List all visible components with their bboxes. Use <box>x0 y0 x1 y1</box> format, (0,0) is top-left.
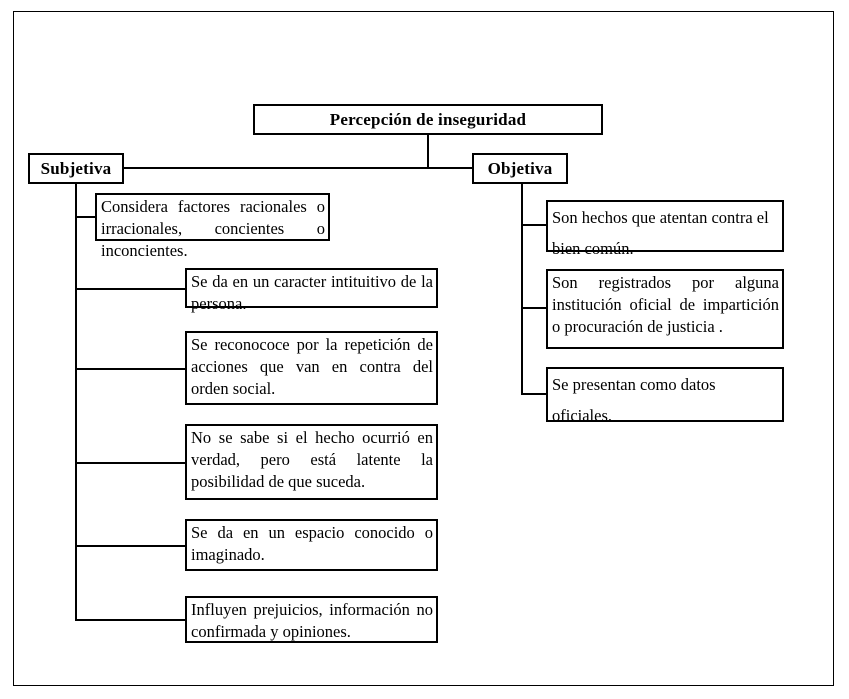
node-title-label: Percepción de inseguridad <box>329 109 527 129</box>
node-percepcion-de-inseguridad[interactable]: Percepción de inseguridad <box>253 104 603 135</box>
leaf-subjetiva-6-label: Influyen prejuicios, información no conf… <box>191 600 433 641</box>
leaf-objetiva-2[interactable]: Son registrados por alguna institución o… <box>546 269 784 349</box>
leaf-subjetiva-2[interactable]: Se da en un caracter intituitivo de la p… <box>185 268 438 313</box>
leaf-subjetiva-4-label: No se sabe si el hecho ocurrió en verdad… <box>191 428 433 491</box>
leaf-objetiva-2-label: Son registrados por alguna institución o… <box>552 273 779 336</box>
leaf-subjetiva-5[interactable]: Se da en un espacio conocido o imaginado… <box>185 519 438 571</box>
leaf-subjetiva-4[interactable]: No se sabe si el hecho ocurrió en verdad… <box>185 424 438 500</box>
connector-subjetiva-stub-2 <box>75 288 187 290</box>
connector-subjetiva-stub-3 <box>75 368 187 370</box>
connector-root-stem <box>427 134 429 169</box>
diagram-outer-border <box>13 11 834 686</box>
leaf-subjetiva-2-label: Se da en un caracter intituitivo de la p… <box>191 272 433 313</box>
leaf-subjetiva-3-label: Se reconococe por la repetición de accio… <box>191 335 433 398</box>
connector-subjetiva-stub-1 <box>75 216 97 218</box>
leaf-subjetiva-6[interactable]: Influyen prejuicios, información no conf… <box>185 596 438 643</box>
leaf-objetiva-3[interactable]: Se presentan como datos oficiales. <box>546 367 784 425</box>
connector-subjetiva-trunk <box>75 183 77 620</box>
connector-subjetiva-stub-4 <box>75 462 187 464</box>
leaf-objetiva-1-label: Son hechos que atentan contra el bien co… <box>552 208 769 258</box>
leaf-subjetiva-3[interactable]: Se reconococe por la repetición de accio… <box>185 331 438 405</box>
leaf-subjetiva-1[interactable]: Considera factores racionales o irracion… <box>95 193 330 260</box>
connector-objetiva-stub-3 <box>521 393 548 395</box>
connector-subjetiva-stub-5 <box>75 545 187 547</box>
leaf-subjetiva-1-label: Considera factores racionales o irracion… <box>101 197 325 260</box>
leaf-objetiva-3-label: Se presentan como datos oficiales. <box>552 375 716 425</box>
connector-objetiva-stub-2 <box>521 307 548 309</box>
leaf-objetiva-1[interactable]: Son hechos que atentan contra el bien co… <box>546 200 784 258</box>
connector-objetiva-stub-1 <box>521 224 548 226</box>
node-subjetiva-label: Subjetiva <box>40 158 112 178</box>
connector-objetiva-trunk <box>521 183 523 395</box>
node-subjetiva[interactable]: Subjetiva <box>28 153 124 184</box>
connector-subjetiva-stub-6 <box>75 619 187 621</box>
node-objetiva[interactable]: Objetiva <box>472 153 568 184</box>
connector-root-split <box>122 167 474 169</box>
node-objetiva-label: Objetiva <box>487 158 553 178</box>
leaf-subjetiva-5-label: Se da en un espacio conocido o imaginado… <box>191 523 433 564</box>
